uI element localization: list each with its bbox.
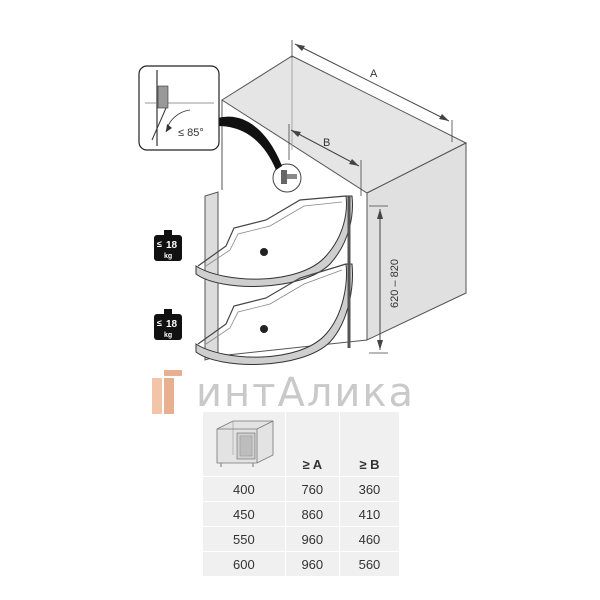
svg-text:kg: kg [164,332,172,339]
table-header-b: ≥ B [339,412,399,477]
dimension-b [288,124,362,196]
table-cell-b: 360 [339,476,399,502]
table-cell-width: 600 [203,551,286,577]
weight-limit-icon-lower: ≤ 18 kg [154,309,182,340]
dimensions-table: ≥ A ≥ B 400 760 360 450 860 410 550 960 … [203,412,399,577]
svg-text:≤: ≤ [157,318,162,328]
table-header-row: ≥ A ≥ B [203,412,399,477]
watermark-logo [150,370,186,416]
hinge-zoom-content [145,70,214,146]
dimension-height [369,205,388,354]
dimension-a-label: A [370,68,378,80]
table-cell-a: 960 [285,526,340,552]
table-row: 600 960 560 [203,551,399,577]
table-row: 450 860 410 [203,501,399,527]
cabinet-bottom-edge [217,339,368,357]
table-cell-width: 400 [203,476,286,502]
weight-limit-icon-upper: ≤ 18 kg [154,230,182,261]
upper-shelf [195,195,353,287]
table-cell-b: 560 [339,551,399,577]
table-cell-a: 960 [285,551,340,577]
lower-shelf [195,263,353,365]
opening-angle-label: ≤ 85° [178,127,204,139]
dimension-height-label: 620 – 820 [389,259,401,308]
table-cell-a: 760 [285,476,340,502]
table-cell-a: 860 [285,501,340,527]
cabinet-thumbnail-icon [216,420,274,467]
svg-text:kg: kg [164,253,172,260]
table-cell-width: 450 [203,501,286,527]
table-header-a: ≥ A [285,412,340,477]
svg-text:18: 18 [166,240,178,251]
table-cell-b: 460 [339,526,399,552]
table-row: 400 760 360 [203,476,399,502]
callout-arrow [218,116,282,170]
svg-text:≤: ≤ [157,239,162,249]
table-cell-b: 410 [339,501,399,527]
watermark-text: интАлика [196,370,416,416]
hinge-icon [281,170,297,184]
table-row: 550 960 460 [203,526,399,552]
dimension-b-label: B [323,137,330,149]
table-cell-width: 550 [203,526,286,552]
watermark: интАлика [150,368,415,418]
svg-text:18: 18 [166,319,178,330]
dimension-a [291,40,453,142]
cabinet-thumbnail-header [203,412,286,477]
